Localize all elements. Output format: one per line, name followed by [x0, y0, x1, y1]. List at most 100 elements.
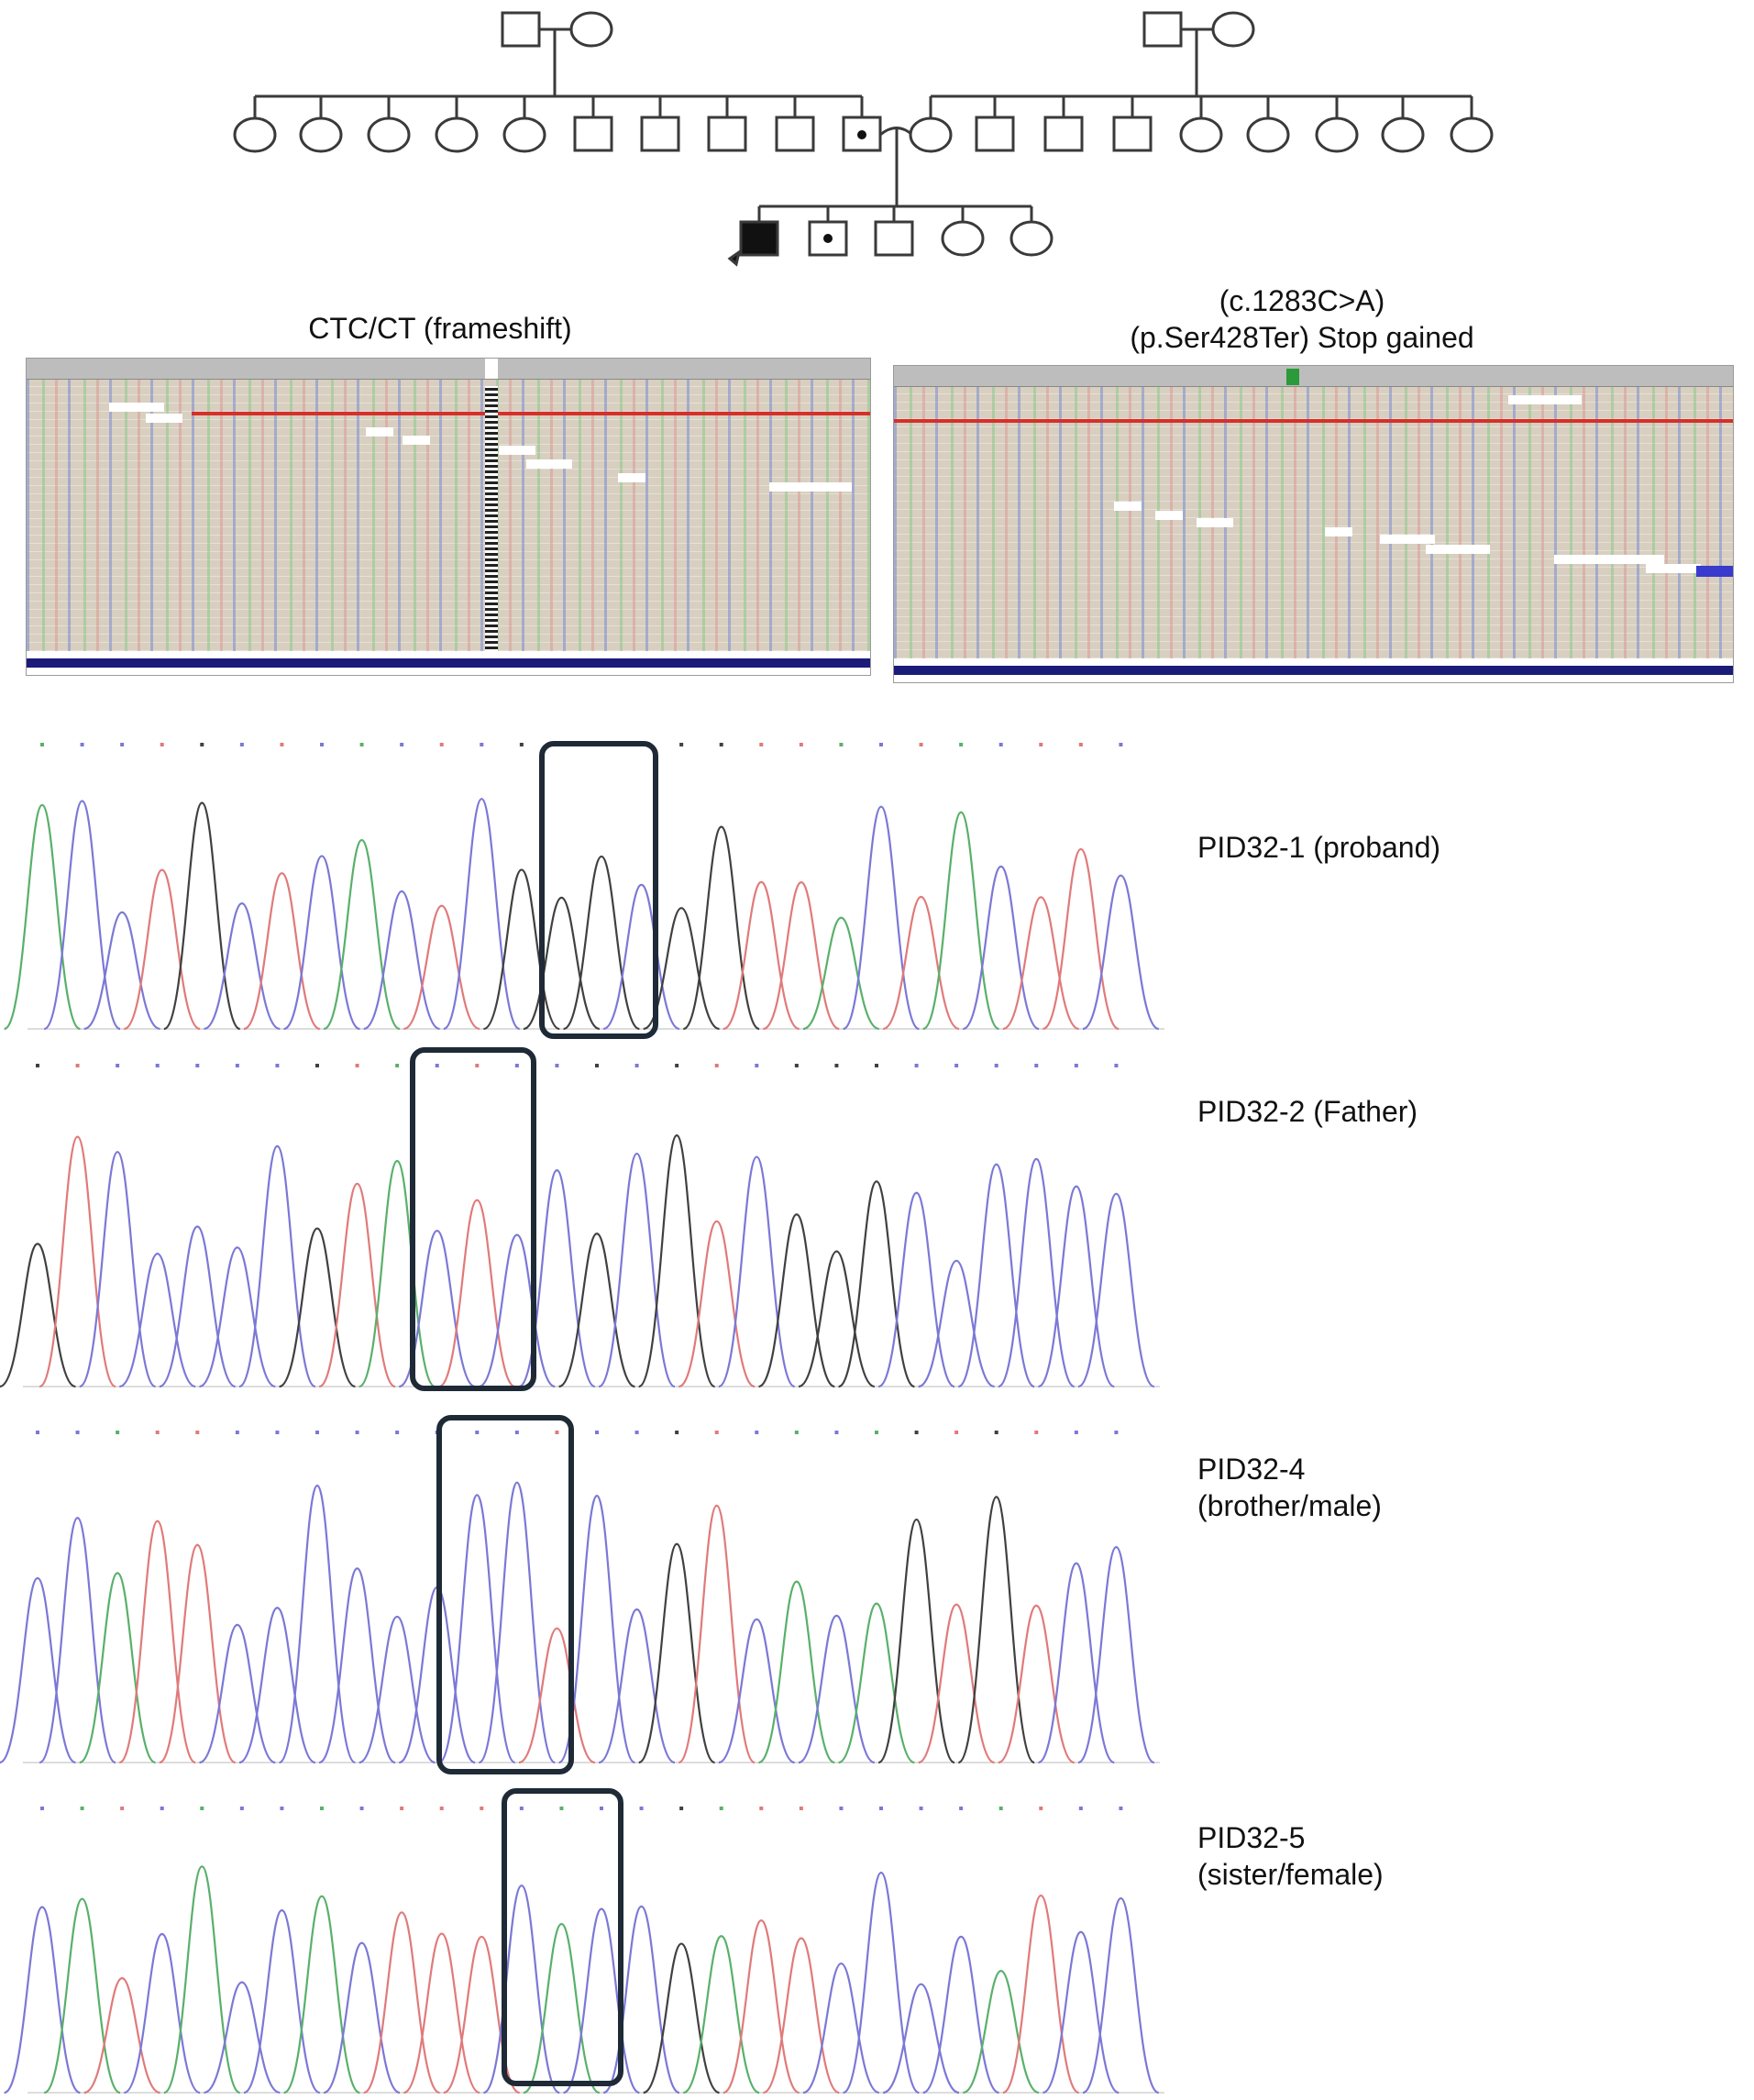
base-call-marker [759, 1807, 764, 1810]
base-call-marker [759, 743, 764, 746]
base-call-marker [475, 1064, 480, 1067]
variant-highlight-box [436, 1415, 574, 1774]
base-call-marker [954, 1431, 959, 1434]
base-call-marker [919, 743, 923, 746]
trace-peak [638, 1542, 716, 1764]
trace-peak [602, 883, 680, 1031]
trace-peak [238, 1144, 316, 1388]
base-call-marker [1074, 1431, 1078, 1434]
base-call-marker [1119, 1807, 1123, 1810]
right-sibling-4 [1112, 116, 1153, 152]
base-call-marker [595, 1064, 599, 1067]
right-sibling-2 [975, 116, 1015, 152]
trace-peak [922, 1935, 999, 2094]
base-call-marker [514, 1064, 519, 1067]
trace-peak [838, 1602, 915, 1764]
base-call-marker [80, 743, 84, 746]
base-call-marker [875, 1064, 878, 1067]
base-call-marker [1034, 1064, 1039, 1067]
trace-peak [79, 1572, 157, 1764]
trace-peak [1002, 1894, 1080, 2094]
chromatogram-label: (sister/female) [1197, 1858, 1384, 1891]
trace-peak [718, 1155, 796, 1388]
base-call-marker [315, 1064, 319, 1067]
trace-peak [598, 1608, 676, 1764]
trace-peak [757, 1580, 835, 1764]
base-call-marker [719, 743, 723, 746]
base-call-marker [914, 1431, 919, 1434]
trace-peak [123, 868, 201, 1031]
trace-peak [723, 1919, 800, 2094]
base-call-marker [600, 1807, 603, 1810]
base-call-marker [794, 1064, 799, 1067]
trace-peak [843, 805, 920, 1031]
base-call-marker [280, 743, 284, 746]
base-call-marker [359, 1807, 364, 1810]
trace-peak [558, 1232, 635, 1388]
base-call-marker [40, 1807, 44, 1810]
igv-coverage-track [27, 359, 870, 380]
trace-peak [443, 798, 521, 1031]
base-call-marker [1074, 1064, 1078, 1067]
trace-peak [882, 895, 960, 1031]
base-call-marker [1034, 1431, 1039, 1434]
base-call-marker [320, 743, 324, 746]
trace-peak [438, 1494, 516, 1764]
base-call-marker [75, 1064, 80, 1067]
proband-square [739, 220, 779, 257]
trace-peak [763, 1937, 840, 2094]
base-call-marker [839, 1807, 844, 1810]
trace-peak [0, 1576, 76, 1764]
base-call-marker [1078, 1807, 1083, 1810]
trace-peak [802, 916, 880, 1031]
base-call-marker [320, 1807, 324, 1810]
base-call-marker [36, 1431, 39, 1434]
base-call-marker [200, 743, 204, 746]
base-call-marker [879, 1807, 883, 1810]
base-call-marker [799, 743, 803, 746]
trace-peak [523, 1922, 601, 2094]
chromatogram-sister [4, 1807, 1164, 2094]
trace-peak [43, 800, 121, 1031]
base-call-marker [998, 1807, 1003, 1810]
base-call-marker [160, 743, 164, 746]
igv-read-highlight [192, 412, 870, 415]
trace-peak [643, 907, 720, 1031]
trace-peak [678, 1220, 756, 1388]
sister-circle [1009, 220, 1054, 257]
base-call-marker [359, 743, 364, 746]
right-sibling-9 [1450, 116, 1494, 153]
trace-peak [962, 1970, 1040, 2094]
trace-peak [479, 1233, 556, 1388]
base-call-marker [1114, 1431, 1119, 1434]
base-call-marker [959, 743, 964, 746]
trace-peak [563, 855, 640, 1031]
trace-peak [159, 1543, 237, 1764]
left-sibling-2 [299, 116, 343, 153]
trace-peak [877, 1518, 955, 1764]
base-call-marker [475, 1431, 480, 1434]
base-call-marker [355, 1431, 359, 1434]
trace-peak [682, 1935, 760, 2094]
igv-gene-track [894, 658, 1733, 682]
mother-circle [909, 116, 953, 153]
base-call-marker [40, 743, 44, 746]
trace-peak [798, 1614, 876, 1764]
base-call-marker [1119, 743, 1123, 746]
proband-arrow [727, 249, 742, 267]
base-call-marker [679, 1807, 684, 1810]
carrier-dot [857, 130, 866, 139]
trace-peak [283, 855, 360, 1031]
trace-peak [283, 1895, 360, 2094]
trace-peak [682, 825, 760, 1031]
trace-peak [204, 1981, 281, 2094]
trace-peak [323, 1941, 401, 2094]
trace-peak [363, 890, 440, 1031]
base-call-marker [36, 1064, 39, 1067]
trace-peak [159, 1225, 237, 1388]
left-sibling-8 [707, 116, 747, 152]
igv-gene-track [27, 651, 870, 675]
trace-peak [438, 1199, 516, 1388]
trace-peak [1077, 1192, 1155, 1388]
base-call-marker [634, 1064, 639, 1067]
